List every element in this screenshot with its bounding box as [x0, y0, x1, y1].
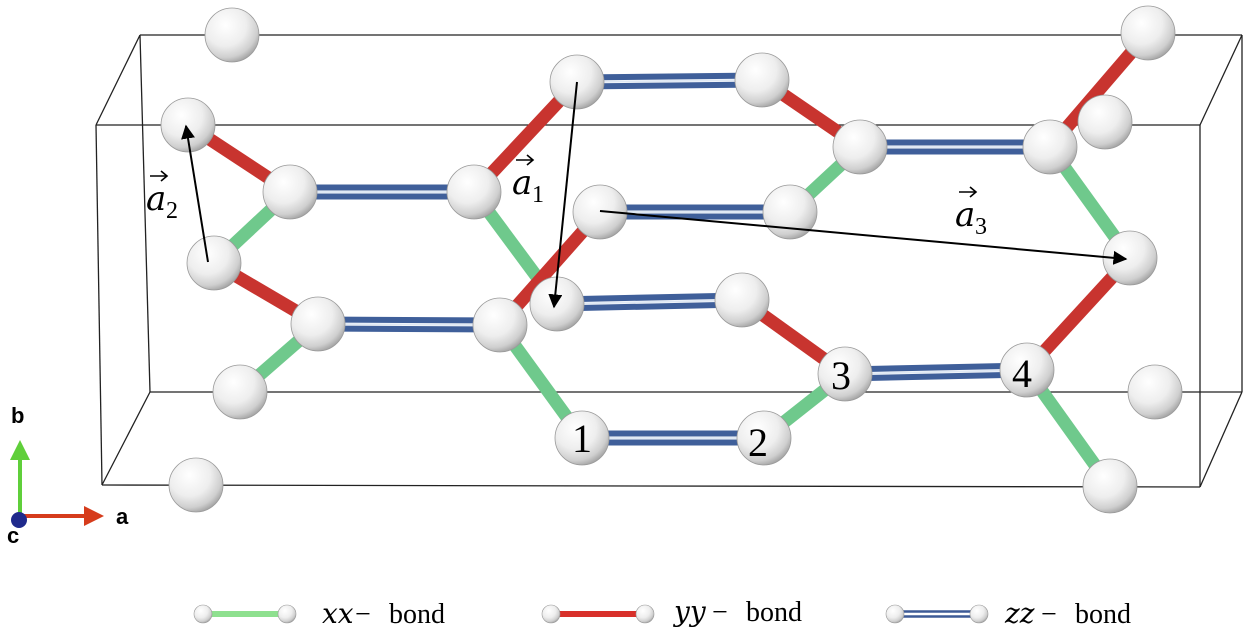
- zz-bond-strand: [577, 81, 763, 90]
- legend-zz-label: bond: [1075, 599, 1131, 630]
- zz-bond-strand: [318, 316, 501, 324]
- cell-edge: [139, 34, 151, 393]
- atom: [204, 7, 260, 63]
- atoms-layer: [160, 5, 1183, 514]
- b-axis-label: b: [11, 403, 24, 428]
- atom: [554, 410, 610, 466]
- atom: [1082, 458, 1138, 514]
- vector-a3-label: a 3: [955, 186, 987, 240]
- zz-bond-highlight: [576, 79, 763, 83]
- zz-bond-highlight: [556, 299, 743, 305]
- zz-bond: [600, 204, 790, 220]
- vector-a1-arrow: [548, 81, 578, 309]
- zz-bond: [290, 184, 474, 200]
- atom: [1120, 5, 1176, 61]
- lattice-vectors: [181, 81, 1128, 309]
- legend-xx-label: bond: [389, 599, 445, 630]
- vector-a1-symbol: a: [512, 163, 532, 203]
- atom: [446, 164, 502, 220]
- atom: [817, 346, 873, 402]
- zz-bond-strand: [576, 72, 762, 81]
- legend-item-xx-bond: xx − bond: [193, 597, 445, 630]
- legend-xx-math: xx: [322, 597, 354, 630]
- bond-legend: xx − bond yy − bond zz − bond: [193, 595, 1131, 630]
- vector-a3-arrow: [599, 210, 1128, 265]
- cell-edge: [101, 484, 1201, 488]
- atom: [472, 297, 528, 353]
- c-axis-dot: [11, 512, 27, 528]
- unit-cell-box: [95, 34, 1243, 488]
- atom: [714, 272, 770, 328]
- atom: [1022, 119, 1078, 175]
- site-label-1: 1: [572, 416, 592, 461]
- legend-zz-math: zz: [1004, 597, 1035, 630]
- vector-a3-subscript: 3: [975, 214, 987, 240]
- site-label-4: 4: [1012, 351, 1032, 396]
- zz-bond-strand: [317, 325, 500, 333]
- atom: [999, 342, 1055, 398]
- atom: [186, 235, 242, 291]
- legend-minus: −: [712, 597, 728, 628]
- atom: [290, 296, 346, 352]
- vector-a2-subscript: 2: [166, 198, 178, 224]
- zz-bond: [582, 430, 764, 446]
- orientation-axes: b a c: [7, 403, 129, 548]
- atom: [832, 119, 888, 175]
- zz-bond: [844, 362, 1028, 382]
- cell-edge: [1199, 391, 1243, 488]
- zz-bond-strand: [845, 371, 1028, 382]
- legend-atom: [885, 604, 905, 624]
- legend-minus: −: [355, 599, 371, 630]
- site-label-2: 2: [748, 420, 768, 465]
- site-label-3: 3: [831, 353, 851, 398]
- zz-bond: [556, 292, 743, 312]
- legend-atom: [635, 604, 655, 624]
- legend-minus: −: [1041, 599, 1057, 630]
- zz-bond-strand: [844, 362, 1027, 373]
- cell-edge: [101, 391, 151, 486]
- atom: [168, 457, 224, 513]
- legend-atom: [541, 604, 561, 624]
- vector-a2-label: a 2: [146, 170, 178, 224]
- legend-item-zz-bond: zz − bond: [885, 597, 1131, 630]
- cell-edge: [95, 34, 141, 126]
- zz-bond-strand: [557, 301, 743, 312]
- zz-bond: [860, 139, 1050, 155]
- cell-edge: [95, 124, 103, 486]
- zz-bond-highlight: [317, 323, 501, 326]
- a-axis-label: a: [116, 504, 129, 529]
- legend-atom: [193, 604, 213, 624]
- atom: [762, 184, 818, 240]
- vector-a3-symbol: a: [955, 195, 975, 235]
- c-axis-label: c: [7, 523, 19, 548]
- vector-a2-arrow: [181, 124, 209, 263]
- legend-item-yy-bond: yy − bond: [541, 595, 802, 628]
- legend-yy-math: yy: [672, 595, 707, 628]
- atom: [1127, 364, 1183, 420]
- zz-bond-strand: [556, 292, 742, 303]
- bonds-layer: [184, 28, 1153, 490]
- atom: [262, 164, 318, 220]
- atom: [212, 364, 268, 420]
- atom: [734, 52, 790, 108]
- atom: [1077, 94, 1133, 150]
- legend-atom: [969, 604, 989, 624]
- zz-bond: [317, 316, 501, 333]
- atom: [736, 410, 792, 466]
- atom: [1102, 230, 1158, 286]
- vector-a2-symbol: a: [146, 179, 166, 219]
- vector-a1-label: a 1: [512, 154, 544, 208]
- cell-edge: [1199, 34, 1243, 126]
- legend-yy-label: bond: [746, 597, 802, 628]
- zz-bond-highlight: [844, 369, 1028, 375]
- vector-a1-subscript: 1: [532, 182, 544, 208]
- zz-bond: [576, 72, 763, 90]
- legend-atom: [277, 604, 297, 624]
